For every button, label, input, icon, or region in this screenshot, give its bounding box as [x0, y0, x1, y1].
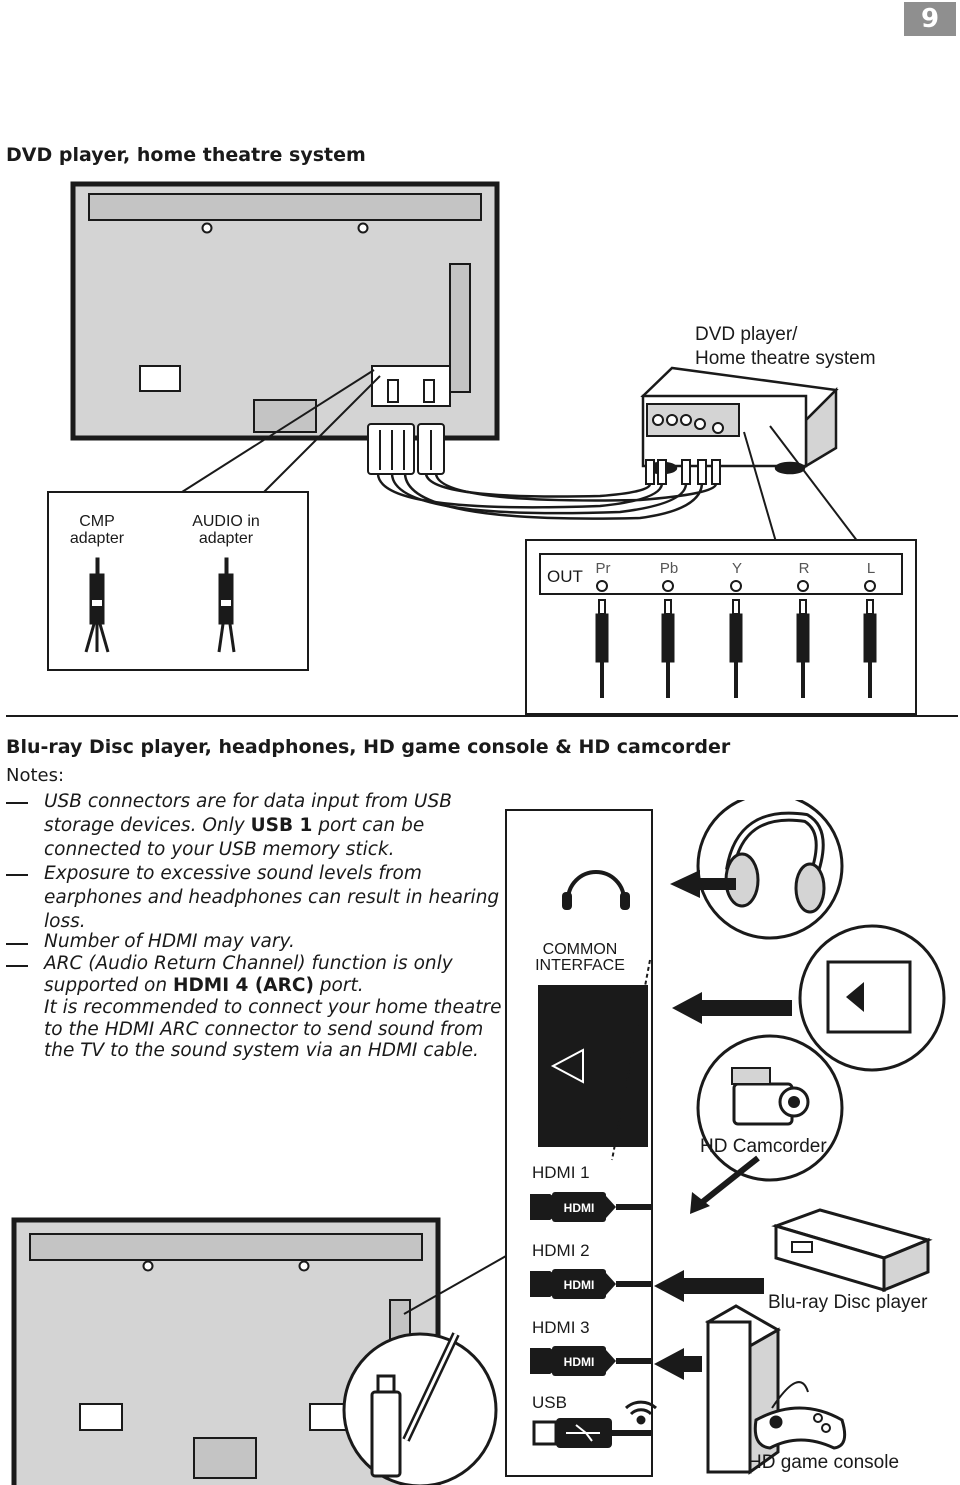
usb-plug-icon: [532, 1418, 652, 1448]
note-arc: ARC (Audio Return Channel) function is o…: [44, 953, 453, 996]
label-hd-camcorder: HD Camcorder: [700, 1136, 827, 1157]
note-dash: [6, 943, 28, 945]
label-cmp-adapter: adapter: [70, 530, 125, 547]
note-dash: [6, 802, 28, 804]
out-connector-plugs: [595, 580, 877, 698]
arrow-game-console: [654, 1348, 702, 1380]
device-label-dvd: DVD player/: [695, 324, 798, 345]
arrow-headphones: [670, 870, 736, 898]
wifi-dongle-illustration: [342, 1332, 498, 1485]
tv-back-illustration: [70, 181, 500, 441]
note-home-theatre: It is recommended to connect your home t…: [44, 997, 502, 1061]
arrow-camcorder: [698, 1155, 760, 1207]
label-common: COMMON: [543, 941, 618, 958]
label-usb: USB: [532, 1393, 567, 1412]
note-usb: USB connectors are for data input from U…: [44, 791, 452, 860]
label-hdmi-2: HDMI 2: [532, 1241, 590, 1260]
device-label-home-theatre: Home theatre system: [695, 348, 876, 369]
note-sound-levels: Exposure to excessive sound levels from …: [44, 863, 500, 932]
label-pr: Pr: [596, 560, 611, 577]
dvd-connection-diagram: DVD player/ Home theatre system CMP adap…: [0, 170, 960, 715]
label-cmp: CMP: [79, 513, 115, 530]
label-hdmi-1: HDMI 1: [532, 1163, 590, 1182]
section-title-bluray: Blu-ray Disc player, headphones, HD game…: [6, 736, 731, 758]
bluray-player-illustration: [771, 1208, 933, 1293]
ci-card-illustration: [798, 924, 946, 1072]
notes-label: Notes:: [6, 765, 65, 786]
wifi-icon: [624, 1400, 658, 1425]
label-audio-in: AUDIO in: [192, 513, 260, 530]
hdmi-plug-text-3: HDMI: [564, 1355, 595, 1369]
arrow-bluray: [654, 1270, 764, 1302]
label-l: L: [867, 560, 875, 577]
adapter-cables-illustration: [84, 557, 236, 653]
label-r: R: [799, 560, 810, 577]
headphone-jack-icon: [562, 870, 630, 910]
section-divider: [6, 715, 958, 717]
label-interface: INTERFACE: [535, 957, 625, 974]
arrow-ci-card: [672, 992, 792, 1024]
label-hdmi-3: HDMI 3: [532, 1318, 590, 1337]
page-number: 9: [904, 2, 956, 36]
camcorder-illustration: [696, 1034, 844, 1182]
hdmi-plug-1: [530, 1192, 652, 1222]
note-dash: [6, 965, 28, 967]
hdmi-plug-text-2: HDMI: [564, 1278, 595, 1292]
hdmi-plug-2: [530, 1269, 652, 1299]
hdmi-plug-text-1: HDMI: [564, 1201, 595, 1215]
label-out: OUT: [547, 567, 583, 586]
label-bluray-player: Blu-ray Disc player: [768, 1292, 928, 1313]
hdmi-plug-3: [530, 1346, 652, 1376]
note-dash: [6, 874, 28, 876]
note-hdmi-count: Number of HDMI may vary.: [44, 931, 295, 952]
section-title-dvd: DVD player, home theatre system: [6, 144, 366, 166]
card-arrow-icon: [550, 1048, 584, 1084]
label-audio-adapter: adapter: [199, 530, 254, 547]
headphones-illustration: [696, 800, 844, 940]
hdmi-connection-diagram: COMMON INTERFACE HDMI 1 HDMI 2 HDMI 3 US…: [0, 800, 960, 1485]
dvd-player-illustration: [640, 366, 839, 475]
game-console-illustration: [704, 1304, 847, 1475]
label-y: Y: [732, 560, 742, 577]
label-game-console: HD game console: [748, 1452, 899, 1473]
label-pb: Pb: [660, 560, 678, 577]
